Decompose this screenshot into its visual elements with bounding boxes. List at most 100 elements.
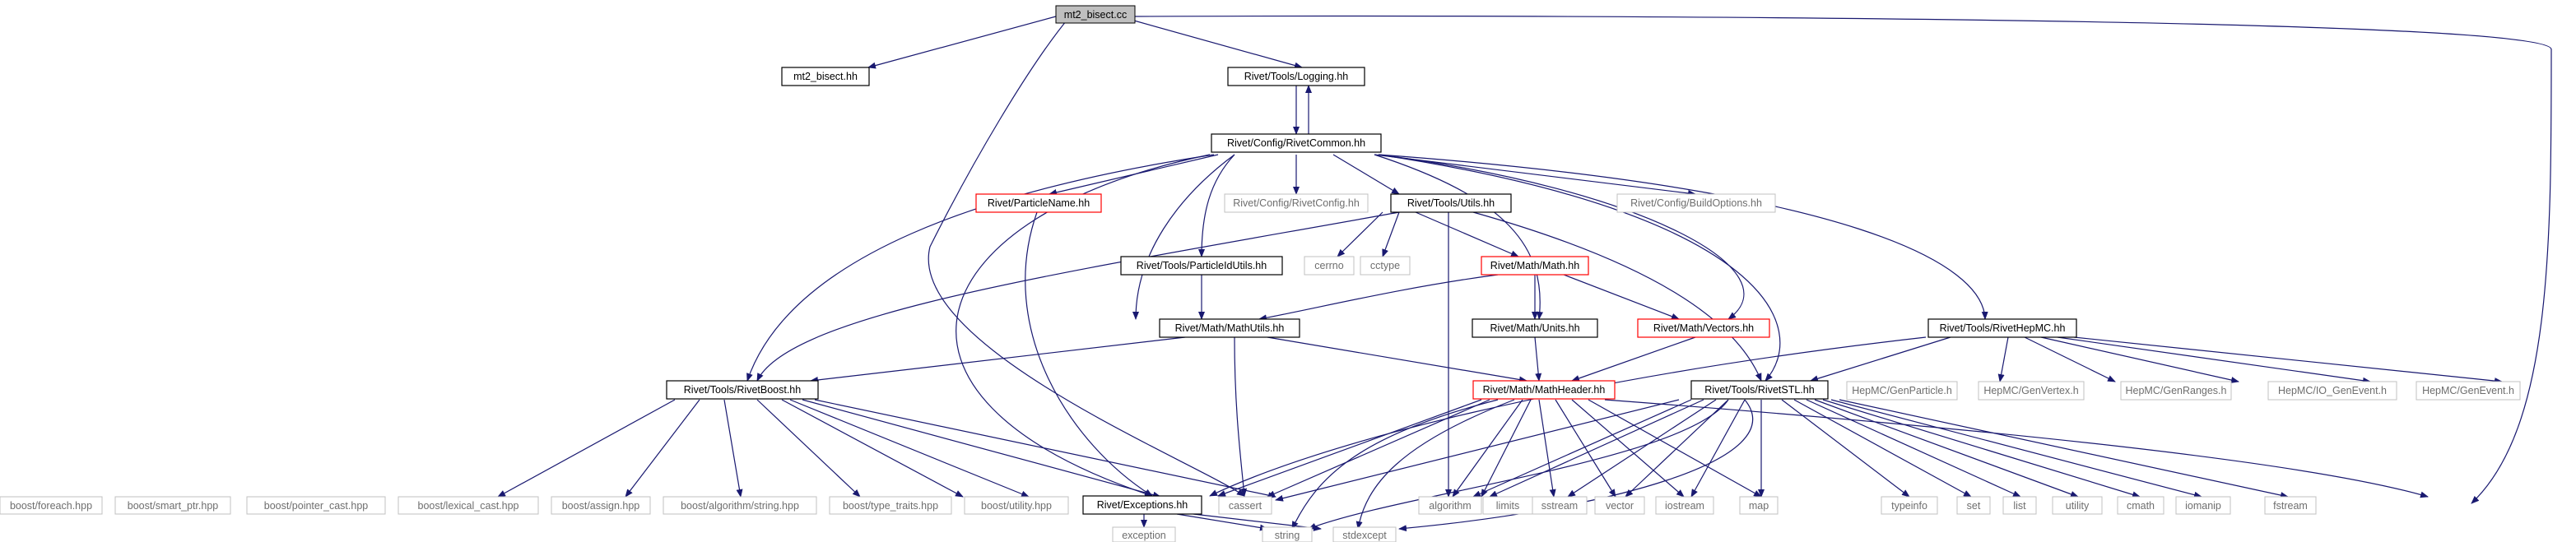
edge-rivetstl-fstream bbox=[1839, 399, 2289, 499]
node-string[interactable]: string bbox=[1262, 526, 1313, 542]
node-exception[interactable]: exception bbox=[1112, 526, 1176, 542]
node-stdexcept[interactable]: stdexcept bbox=[1332, 526, 1397, 542]
edge-rivetstl-list bbox=[1806, 399, 2021, 498]
edge-root-cmath bbox=[1134, 15, 2552, 504]
node-genparticle[interactable]: HepMC/GenParticle.h bbox=[1846, 381, 1958, 401]
edge-common-utils bbox=[1332, 154, 1400, 195]
node-label: exception bbox=[1122, 530, 1166, 541]
edge-rivetstl-iomanip bbox=[1830, 399, 2202, 498]
node-genranges[interactable]: HepMC/GenRanges.h bbox=[2120, 381, 2232, 401]
node-label: HepMC/GenParticle.h bbox=[1852, 385, 1952, 396]
node-list[interactable]: list bbox=[2002, 496, 2037, 515]
node-vectors[interactable]: Rivet/Math/Vectors.hh bbox=[1637, 318, 1770, 338]
node-label: boost/algorithm/string.hpp bbox=[681, 500, 799, 512]
node-limits[interactable]: limits bbox=[1482, 496, 1533, 515]
edge-mathutils-cassert bbox=[1234, 336, 1248, 497]
edge-rivethepmc-genevent bbox=[2073, 336, 2503, 385]
node-label: Rivet/Math/MathUtils.hh bbox=[1175, 322, 1285, 334]
node-label: utility bbox=[2066, 500, 2090, 512]
node-assign[interactable]: boost/assign.hpp bbox=[551, 496, 651, 515]
node-label: stdexcept bbox=[1342, 530, 1387, 541]
node-rivetboost[interactable]: Rivet/Tools/RivetBoost.hh bbox=[666, 380, 819, 400]
edge-utils-rivetstl bbox=[1472, 211, 1762, 382]
node-utils[interactable]: Rivet/Tools/Utils.hh bbox=[1390, 193, 1512, 213]
node-exceptions[interactable]: Rivet/Exceptions.hh bbox=[1082, 495, 1202, 515]
node-algorithm[interactable]: algorithm bbox=[1418, 496, 1482, 515]
edge-rivetboost-foreach bbox=[497, 399, 676, 498]
node-mathutils[interactable]: Rivet/Math/MathUtils.hh bbox=[1159, 318, 1300, 338]
node-boost-utility[interactable]: boost/utility.hpp bbox=[964, 496, 1069, 515]
node-rivethepmc[interactable]: Rivet/Tools/RivetHepMC.hh bbox=[1927, 318, 2077, 338]
node-label: iostream bbox=[1665, 500, 1704, 512]
node-label: Rivet/Math/Vectors.hh bbox=[1653, 322, 1754, 334]
edge-mathheader-algorithm bbox=[1452, 399, 1523, 498]
node-mathheader[interactable]: Rivet/Math/MathHeader.hh bbox=[1472, 380, 1616, 400]
node-io-genevent[interactable]: HepMC/IO_GenEvent.h bbox=[2267, 381, 2397, 401]
node-label: cmath bbox=[2127, 500, 2155, 512]
node-mt2-bisect-hh[interactable]: mt2_bisect.hh bbox=[781, 67, 870, 86]
edge-common-rivetboost bbox=[746, 154, 1215, 382]
node-label: Rivet/Config/RivetCommon.hh bbox=[1227, 137, 1365, 149]
edge-rivetstl-string bbox=[1308, 399, 1729, 530]
node-buildoptions[interactable]: Rivet/Config/BuildOptions.hh bbox=[1616, 193, 1776, 213]
node-label: typeinfo bbox=[1891, 500, 1927, 512]
node-cerrno[interactable]: cerrno bbox=[1304, 256, 1355, 276]
node-label: set bbox=[1967, 500, 1981, 512]
edge-rivetstl-algorithm bbox=[1472, 399, 1692, 498]
edge-rivetstl-cmath bbox=[1822, 399, 2141, 498]
node-particleidutils[interactable]: Rivet/Tools/ParticleIdUtils.hh bbox=[1120, 256, 1283, 276]
edge-rivetstl-limits bbox=[1489, 399, 1704, 498]
node-iomanip[interactable]: iomanip bbox=[2175, 496, 2231, 515]
edge-common-vectors bbox=[1378, 154, 1745, 320]
node-label: mt2_bisect.cc bbox=[1064, 9, 1127, 21]
edge-common-rivetstl bbox=[1378, 154, 1781, 382]
edge-particlename-exceptions bbox=[1025, 211, 1153, 497]
node-smart-ptr[interactable]: boost/smart_ptr.hpp bbox=[114, 496, 231, 515]
node-rivetcommon[interactable]: Rivet/Config/RivetCommon.hh bbox=[1211, 133, 1382, 153]
node-cmath[interactable]: cmath bbox=[2117, 496, 2164, 515]
node-vector[interactable]: vector bbox=[1594, 496, 1645, 515]
node-units[interactable]: Rivet/Math/Units.hh bbox=[1472, 318, 1598, 338]
edge-mathheader-cmath bbox=[1604, 399, 2429, 498]
node-rivetstl[interactable]: Rivet/Tools/RivetSTL.hh bbox=[1690, 380, 1829, 400]
edge-rivetboost-assign bbox=[781, 399, 964, 498]
node-sstream[interactable]: sstream bbox=[1532, 496, 1588, 515]
node-fstream[interactable]: fstream bbox=[2264, 496, 2317, 515]
edge-rivetstl-cassert bbox=[1275, 399, 1680, 502]
node-map[interactable]: map bbox=[1739, 496, 1779, 515]
node-lexical-cast[interactable]: boost/lexical_cast.hpp bbox=[398, 496, 539, 515]
node-typeinfo[interactable]: typeinfo bbox=[1881, 496, 1938, 515]
node-algo-string[interactable]: boost/algorithm/string.hpp bbox=[663, 496, 817, 515]
edge-rivethepmc-genparticle bbox=[1997, 336, 2009, 382]
node-utility[interactable]: utility bbox=[2052, 496, 2103, 515]
node-genvertex[interactable]: HepMC/GenVertex.h bbox=[1978, 381, 2085, 401]
node-cctype[interactable]: cctype bbox=[1360, 256, 1411, 276]
node-genevent[interactable]: HepMC/GenEvent.h bbox=[2416, 381, 2521, 401]
edge-utils-math bbox=[1415, 211, 1519, 257]
edge-common-rivethepmc bbox=[1378, 154, 1988, 320]
node-rivetconfig[interactable]: Rivet/Config/RivetConfig.hh bbox=[1224, 193, 1369, 213]
node-logging[interactable]: Rivet/Tools/Logging.hh bbox=[1227, 67, 1365, 86]
edge-rivetboost-smartptr bbox=[625, 399, 700, 498]
node-label: boost/type_traits.hpp bbox=[843, 500, 938, 512]
node-label: HepMC/GenRanges.h bbox=[2126, 385, 2227, 396]
edge-mathheader-limits bbox=[1481, 399, 1532, 498]
node-label: boost/foreach.hpp bbox=[10, 500, 92, 512]
node-set[interactable]: set bbox=[1956, 496, 1991, 515]
node-root[interactable]: mt2_bisect.cc bbox=[1055, 5, 1136, 24]
node-label: vector bbox=[1606, 500, 1634, 512]
node-label: Rivet/Math/Units.hh bbox=[1490, 322, 1579, 334]
edge-utils-rivetboost bbox=[756, 211, 1400, 382]
node-particlename[interactable]: Rivet/ParticleName.hh bbox=[975, 193, 1102, 213]
edge-rivetboost-typetraits bbox=[802, 399, 1161, 498]
node-label: map bbox=[1749, 500, 1769, 512]
node-foreach[interactable]: boost/foreach.hpp bbox=[0, 496, 103, 515]
node-pointer-cast[interactable]: boost/pointer_cast.hpp bbox=[246, 496, 386, 515]
node-type-traits[interactable]: boost/type_traits.hpp bbox=[829, 496, 952, 515]
edge-exceptions-string bbox=[1176, 513, 1268, 531]
edge-mathheader-sstream bbox=[1538, 399, 1556, 498]
node-label: cerrno bbox=[1314, 260, 1343, 271]
node-iostream[interactable]: iostream bbox=[1655, 496, 1714, 515]
node-cassert[interactable]: cassert bbox=[1218, 496, 1272, 515]
node-math[interactable]: Rivet/Math/Math.hh bbox=[1481, 256, 1589, 276]
